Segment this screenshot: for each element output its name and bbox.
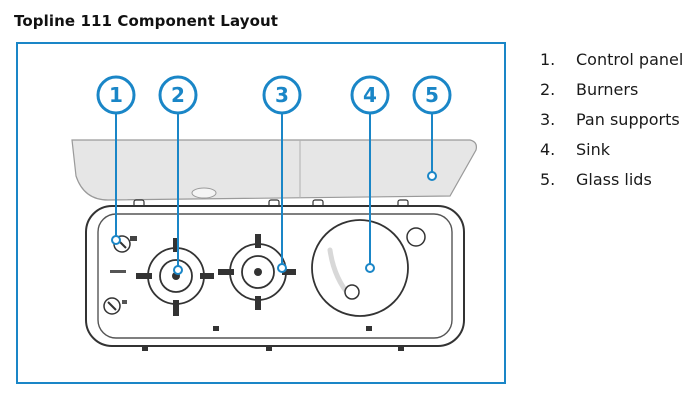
callout-dots: [111, 171, 437, 275]
legend-number: 2.: [540, 79, 556, 99]
legend-number: 1.: [540, 49, 556, 69]
legend-item: 1. Control panel: [540, 44, 683, 74]
callout-3: 3: [262, 75, 302, 115]
legend-label: Control panel: [576, 49, 684, 69]
callout-leaders: [115, 112, 433, 268]
callout-1: 1: [96, 75, 136, 115]
legend-label: Pan supports: [576, 109, 680, 129]
callout-3-number: 3: [275, 83, 289, 107]
legend-label: Glass lids: [576, 169, 652, 189]
callout-4: 4: [350, 75, 390, 115]
legend-number: 4.: [540, 139, 556, 159]
legend-label: Burners: [576, 79, 639, 99]
diagram-title: Topline 111 Component Layout: [14, 12, 279, 30]
legend-item: 5. Glass lids: [540, 164, 683, 194]
legend-item: 2. Burners: [540, 74, 683, 104]
legend-item: 4. Sink: [540, 134, 683, 164]
component-legend: 1. Control panel 2. Burners 3. Pan suppo…: [540, 44, 683, 194]
diagram-frame: [16, 42, 506, 384]
callout-5: 5: [412, 75, 452, 115]
burner-right: [218, 234, 296, 310]
glass-lids: [71, 139, 477, 201]
callout-4-number: 4: [363, 83, 377, 107]
burner-left: [136, 238, 214, 316]
legend-label: Sink: [576, 139, 611, 159]
legend-number: 5.: [540, 169, 556, 189]
callout-1-number: 1: [109, 83, 123, 107]
sink: [311, 219, 426, 317]
legend-number: 3.: [540, 109, 556, 129]
callout-2-number: 2: [171, 83, 185, 107]
callout-2: 2: [158, 75, 198, 115]
legend-item: 3. Pan supports: [540, 104, 683, 134]
control-panel: [103, 235, 137, 315]
callout-5-number: 5: [425, 83, 439, 107]
